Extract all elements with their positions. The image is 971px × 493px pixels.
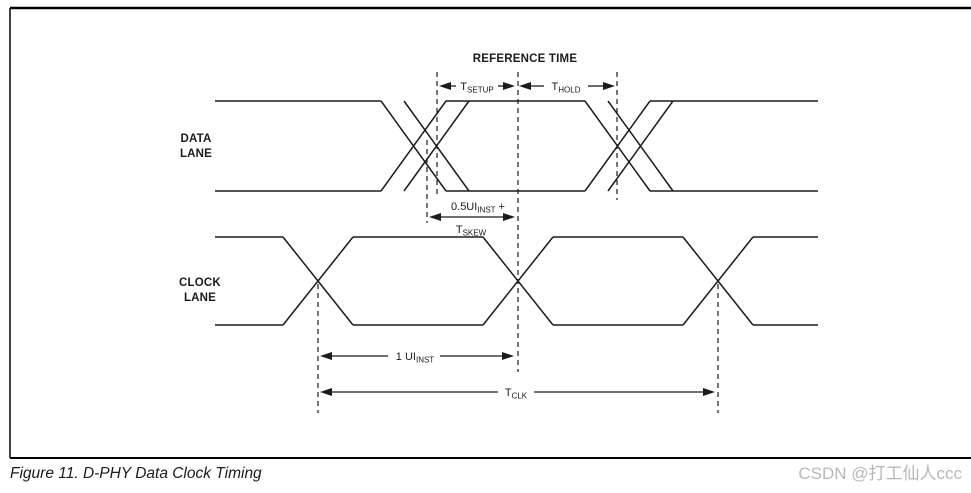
dashed-reference-lines (317, 72, 719, 413)
tclk-arrow (320, 388, 715, 396)
watermark-text: CSDN @打工仙人ccc (798, 464, 962, 483)
half-ui-label: 0.5UIINST+ (451, 201, 505, 215)
thold-label: THOLD (552, 81, 581, 95)
data-lane-label-line2: LANE (180, 148, 212, 160)
figure-border (9, 6, 971, 459)
tskew-label: TSKEW (456, 224, 487, 238)
reference-time-label: REFERENCE TIME (473, 53, 578, 65)
half-ui-skew-arrow (429, 213, 515, 221)
tsetup-arrow (439, 82, 515, 90)
thold-arrow (519, 82, 615, 90)
clock-lane-label-line1: CLOCK (179, 277, 221, 289)
data-lane-label-line1: DATA (180, 133, 211, 145)
data-lane-waveform (215, 100, 818, 192)
clock-lane-label-line2: LANE (184, 292, 216, 304)
tsetup-label: TSETUP (460, 81, 493, 95)
figure-caption: Figure 11. D-PHY Data Clock Timing (10, 465, 262, 482)
clock-lane-waveform (215, 236, 818, 326)
one-ui-arrow (320, 352, 514, 360)
one-ui-label: 1 UIINST (396, 351, 435, 365)
tclk-label: TCLK (505, 387, 528, 401)
